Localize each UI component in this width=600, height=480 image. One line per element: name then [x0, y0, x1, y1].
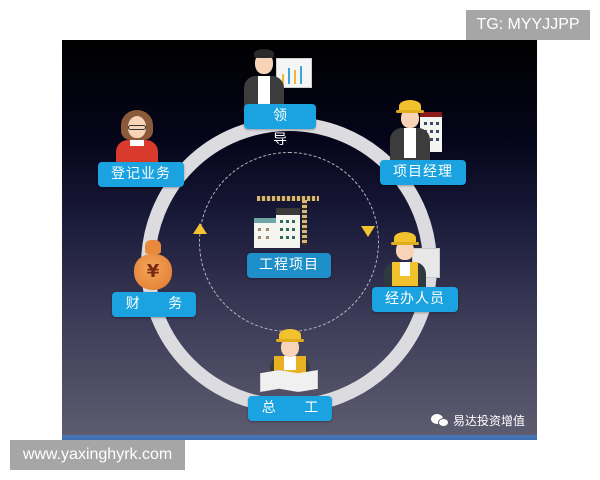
cycle-arrow-down-icon — [361, 226, 375, 237]
source-attribution: 易达投资增值 — [431, 412, 525, 429]
panel-bottom-strip — [62, 435, 537, 440]
source-label: 易达投资增值 — [453, 414, 526, 428]
node-label-registration: 登记业务 — [98, 162, 184, 187]
node-label-finance: 财 务 — [112, 292, 196, 317]
money-bag-top-icon — [145, 240, 161, 254]
cycle-arrow-up-icon — [193, 223, 207, 234]
node-label-operator: 经办人员 — [372, 287, 458, 312]
diagram-panel: 领 导 项目经理 经办人员 总 工 ¥ — [62, 40, 537, 440]
center-label-project: 工程项目 — [247, 253, 331, 278]
node-label-leader: 领 导 — [244, 104, 316, 148]
node-label-chief-engineer: 总 工 — [248, 396, 332, 421]
wechat-icon — [431, 413, 449, 428]
money-bag-yuan-icon: ¥ — [134, 254, 172, 290]
watermark-bottom: www.yaxinghyrk.com — [10, 440, 185, 470]
node-label-project-manager: 项目经理 — [380, 160, 466, 185]
watermark-top: TG: MYYJJPP — [466, 10, 590, 40]
